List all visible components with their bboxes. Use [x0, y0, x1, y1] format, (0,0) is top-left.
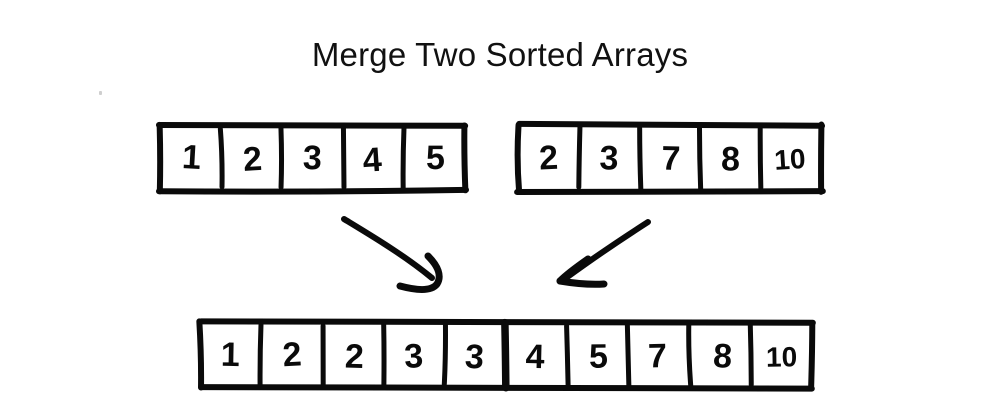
array-cell-value: 1 [181, 138, 202, 177]
array-cell-value: 7 [661, 140, 681, 178]
array-cell-value: 5 [426, 139, 445, 177]
array-cell-value: 8 [712, 337, 733, 376]
array-cell-value: 10 [766, 341, 798, 372]
paper-speck [99, 91, 102, 95]
array-cell-value: 5 [589, 338, 608, 376]
right-input-array: 2 3 7 8 10 [514, 120, 826, 196]
array-cell-value: 2 [242, 140, 263, 179]
array-cell-value: 3 [302, 139, 322, 177]
left-merge-arrow [341, 216, 443, 293]
array-cell-value: 1 [220, 336, 240, 374]
left-input-array: 1 2 3 4 5 [155, 121, 470, 195]
array-cell-value: 3 [403, 337, 424, 376]
array-cell-value: 8 [721, 140, 741, 178]
array-cell-value: 10 [773, 143, 806, 176]
merged-result-array: 1 2 2 3 3 4 5 7 8 10 [196, 318, 816, 392]
array-cell-value: 2 [281, 335, 302, 374]
page-title: Merge Two Sorted Arrays [311, 36, 689, 73]
array-cell-value: 4 [361, 141, 382, 180]
array-cell-value: 4 [525, 338, 545, 376]
array-cell-value: 3 [599, 139, 619, 178]
array-cell-value: 2 [344, 338, 364, 376]
array-cell-value: 2 [538, 139, 559, 178]
array-cell-value: 7 [648, 337, 668, 375]
right-merge-arrow [556, 219, 651, 288]
array-cell-value: 3 [464, 338, 485, 377]
